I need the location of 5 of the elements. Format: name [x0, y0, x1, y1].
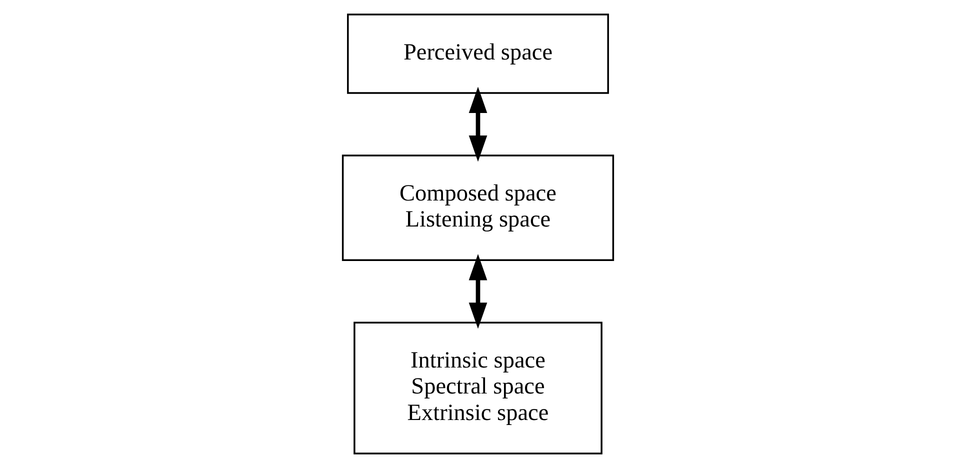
node-box: Intrinsic space Spectral space Extrinsic space — [353, 322, 602, 454]
arrow — [468, 86, 487, 162]
arrow — [468, 254, 487, 329]
node-box: Composed space Listening space — [341, 154, 614, 262]
node-box: Perceived space — [346, 14, 608, 94]
